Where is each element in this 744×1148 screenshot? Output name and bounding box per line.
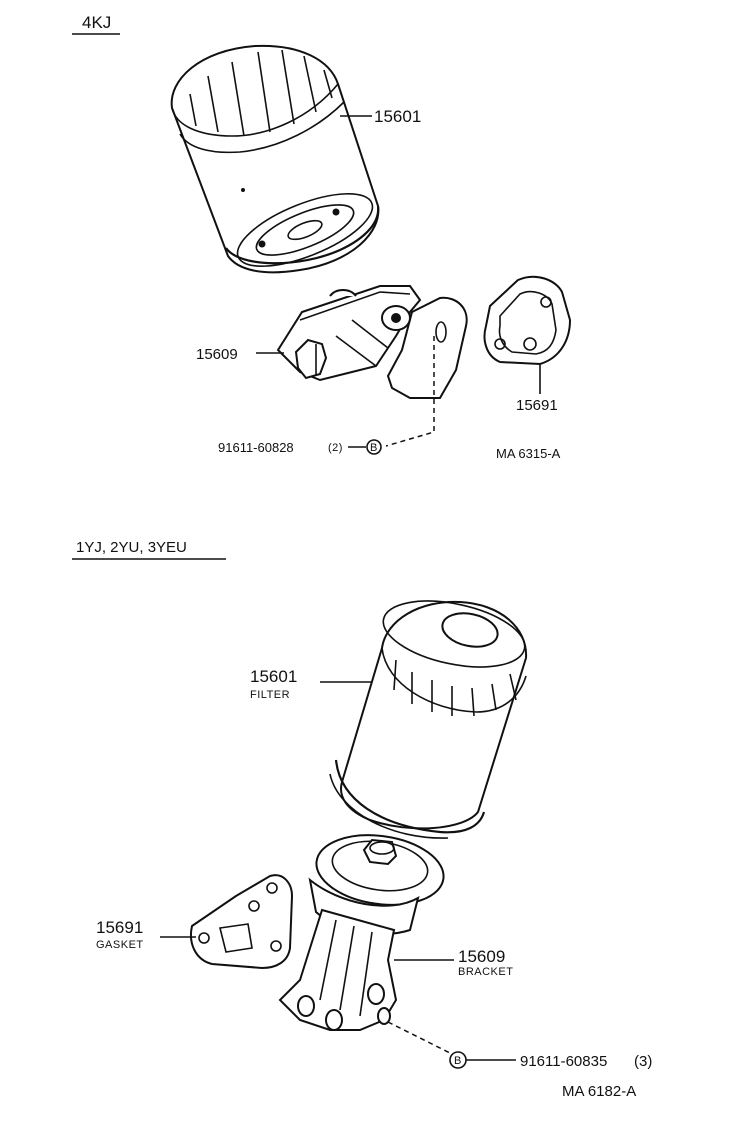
- bottom-oil-filter-drawing: [329, 600, 528, 839]
- top-bolt-symbol-circle: [366, 439, 382, 455]
- top-bolt-leader: [385, 336, 435, 447]
- top-bolt-quantity: (2): [328, 442, 343, 454]
- bottom-filter-name: FILTER: [250, 689, 290, 701]
- bottom-section: 1YJ, 2YU, 3YEU 15601 FILTER: [72, 539, 652, 1100]
- bottom-diagram-code: MA 6182-A: [562, 1083, 636, 1100]
- bottom-bracket-part-number: 15609: [458, 947, 505, 966]
- top-gasket-part-number: 15691: [516, 397, 558, 414]
- top-bracket-part-number: 15609: [196, 346, 238, 363]
- top-gasket-drawing: [483, 275, 572, 366]
- bottom-heading: 1YJ, 2YU, 3YEU: [76, 539, 187, 556]
- bottom-gasket-drawing: [190, 874, 294, 970]
- bottom-bracket-name: BRACKET: [458, 966, 513, 978]
- bottom-gasket-name: GASKET: [96, 939, 144, 951]
- top-oil-filter-drawing: [170, 44, 380, 274]
- top-filter-part-number: 15601: [374, 107, 421, 126]
- top-heading: 4KJ: [82, 13, 111, 32]
- bottom-bolt-part-number: 91611-60835: [520, 1053, 607, 1070]
- bottom-filter-part-number: 15601: [250, 667, 297, 686]
- top-bolt-symbol: B: [370, 442, 378, 454]
- bottom-gasket-part-number: 15691: [96, 918, 143, 937]
- bottom-bolt-symbol: B: [454, 1055, 462, 1067]
- bottom-bracket-drawing: [278, 834, 445, 1031]
- bottom-bolt-leader: [387, 1021, 453, 1055]
- top-diagram-code: MA 6315-A: [496, 446, 561, 461]
- bottom-bolt-quantity: (3): [634, 1053, 652, 1070]
- top-bolt-part-number: 91611-60828: [218, 440, 294, 455]
- top-section: 4KJ 15601: [72, 13, 572, 461]
- top-bracket-drawing: [276, 285, 468, 399]
